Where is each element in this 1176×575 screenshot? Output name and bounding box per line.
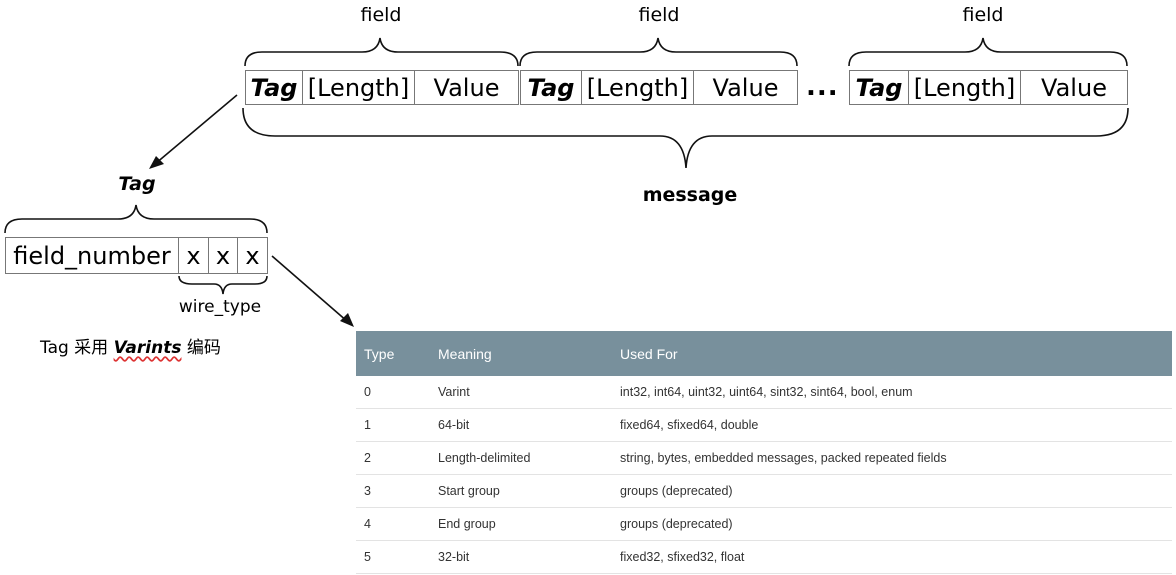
field-number-cell: field_number: [5, 237, 179, 274]
wire-type-label: wire_type: [178, 297, 262, 317]
cell-type: 0: [356, 376, 430, 409]
field-1-length: [Length]: [302, 70, 415, 105]
table-row: 5 32-bit fixed32, sfixed32, float: [356, 540, 1172, 574]
header-used-for: Used For: [612, 331, 1172, 376]
table-row: 3 Start group groups (deprecated): [356, 474, 1172, 508]
cell-type: 5: [356, 540, 430, 574]
wire-type-table: Type Meaning Used For 0 Varint int32, in…: [356, 331, 1172, 574]
cell-meaning: End group: [430, 507, 612, 541]
header-type: Type: [356, 331, 430, 376]
cell-used-for: string, bytes, embedded messages, packed…: [612, 441, 1172, 475]
tag-brace: [4, 204, 268, 234]
cell-meaning: Length-delimited: [430, 441, 612, 475]
field-1-value: Value: [414, 70, 519, 105]
note-emphasis: Varints: [113, 338, 182, 358]
field-brace-3: [848, 37, 1128, 67]
header-meaning: Meaning: [430, 331, 612, 376]
cell-type: 3: [356, 474, 430, 508]
cell-meaning: Varint: [430, 376, 612, 409]
cell-used-for: int32, int64, uint32, uint64, sint32, si…: [612, 376, 1172, 409]
field-label-2: field: [638, 4, 680, 26]
wire-bit-1: x: [178, 237, 209, 274]
field-3-tag: Tag: [849, 70, 909, 105]
table-row: 2 Length-delimited string, bytes, embedd…: [356, 441, 1172, 475]
note-suffix: 编码: [186, 338, 221, 358]
varints-note: Tag 采用 Varints 编码: [40, 333, 221, 358]
cell-used-for: groups (deprecated): [612, 474, 1172, 508]
table-row: 4 End group groups (deprecated): [356, 507, 1172, 541]
table-row: 0 Varint int32, int64, uint32, uint64, s…: [356, 376, 1172, 409]
table-header-row: Type Meaning Used For: [356, 331, 1172, 376]
field-2-value: Value: [693, 70, 798, 105]
cell-type: 1: [356, 408, 430, 442]
field-3-value: Value: [1020, 70, 1128, 105]
field-2-length: [Length]: [581, 70, 694, 105]
wire-type-brace: [178, 275, 268, 295]
cell-meaning: 64-bit: [430, 408, 612, 442]
table-row: 1 64-bit fixed64, sfixed64, double: [356, 408, 1172, 442]
message-brace: [242, 107, 1129, 169]
message-label: message: [642, 184, 738, 206]
note-prefix: Tag 采用: [40, 338, 109, 358]
cell-used-for: fixed32, sfixed32, float: [612, 540, 1172, 574]
field-label-1: field: [360, 4, 402, 26]
wire-bit-3: x: [237, 237, 268, 274]
tag-title: Tag: [118, 173, 156, 195]
field-2-tag: Tag: [520, 70, 582, 105]
ellipsis: ...: [806, 72, 839, 102]
cell-used-for: fixed64, sfixed64, double: [612, 408, 1172, 442]
field-label-3: field: [962, 4, 1004, 26]
field-3-length: [Length]: [908, 70, 1021, 105]
cell-meaning: 32-bit: [430, 540, 612, 574]
cell-type: 2: [356, 441, 430, 475]
wire-bit-2: x: [208, 237, 238, 274]
cell-meaning: Start group: [430, 474, 612, 508]
field-1-tag: Tag: [245, 70, 303, 105]
field-brace-1: [244, 37, 519, 67]
cell-type: 4: [356, 507, 430, 541]
field-brace-2: [519, 37, 798, 67]
cell-used-for: groups (deprecated): [612, 507, 1172, 541]
